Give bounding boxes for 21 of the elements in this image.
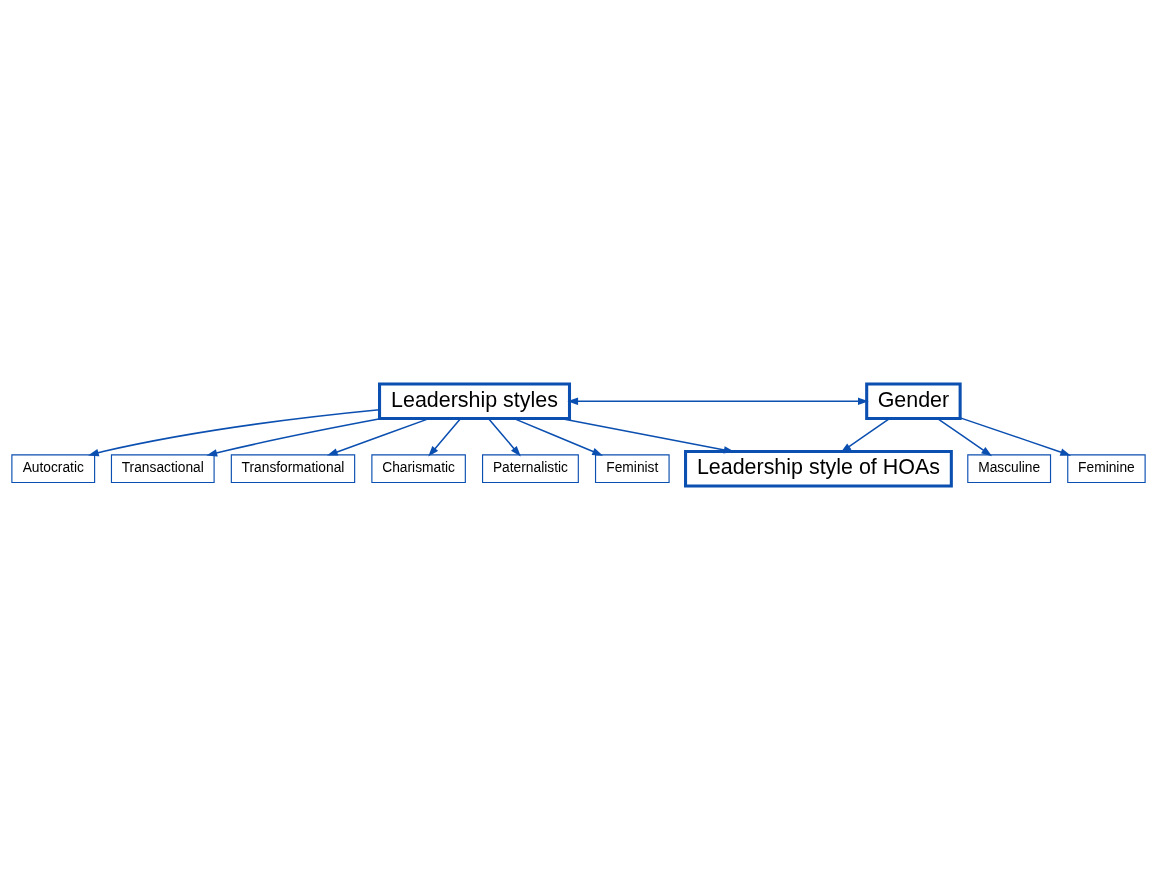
node-box: Charismatic — [371, 453, 466, 483]
arrow — [88, 408, 381, 456]
node-box: Transformational — [230, 453, 356, 483]
arrow — [567, 397, 869, 405]
arrow — [513, 417, 603, 456]
node-box: Transactional — [110, 453, 215, 483]
node-box: Gender — [865, 382, 962, 420]
arrow — [428, 417, 462, 457]
arrow — [840, 417, 891, 453]
node-box: Leadership style of HOAs — [684, 449, 953, 487]
arrow — [936, 417, 993, 456]
node-box: Feminine — [1067, 453, 1146, 483]
node-box: Leadership styles — [378, 382, 572, 420]
arrow — [959, 416, 1072, 456]
arrow — [487, 417, 521, 457]
node-box: Feminist — [594, 453, 670, 483]
arrow — [559, 417, 735, 454]
node-box: Autocratic — [11, 453, 96, 483]
node-box: Paternalistic — [482, 453, 579, 483]
node-box: Masculine — [967, 453, 1052, 483]
arrow — [326, 417, 430, 456]
